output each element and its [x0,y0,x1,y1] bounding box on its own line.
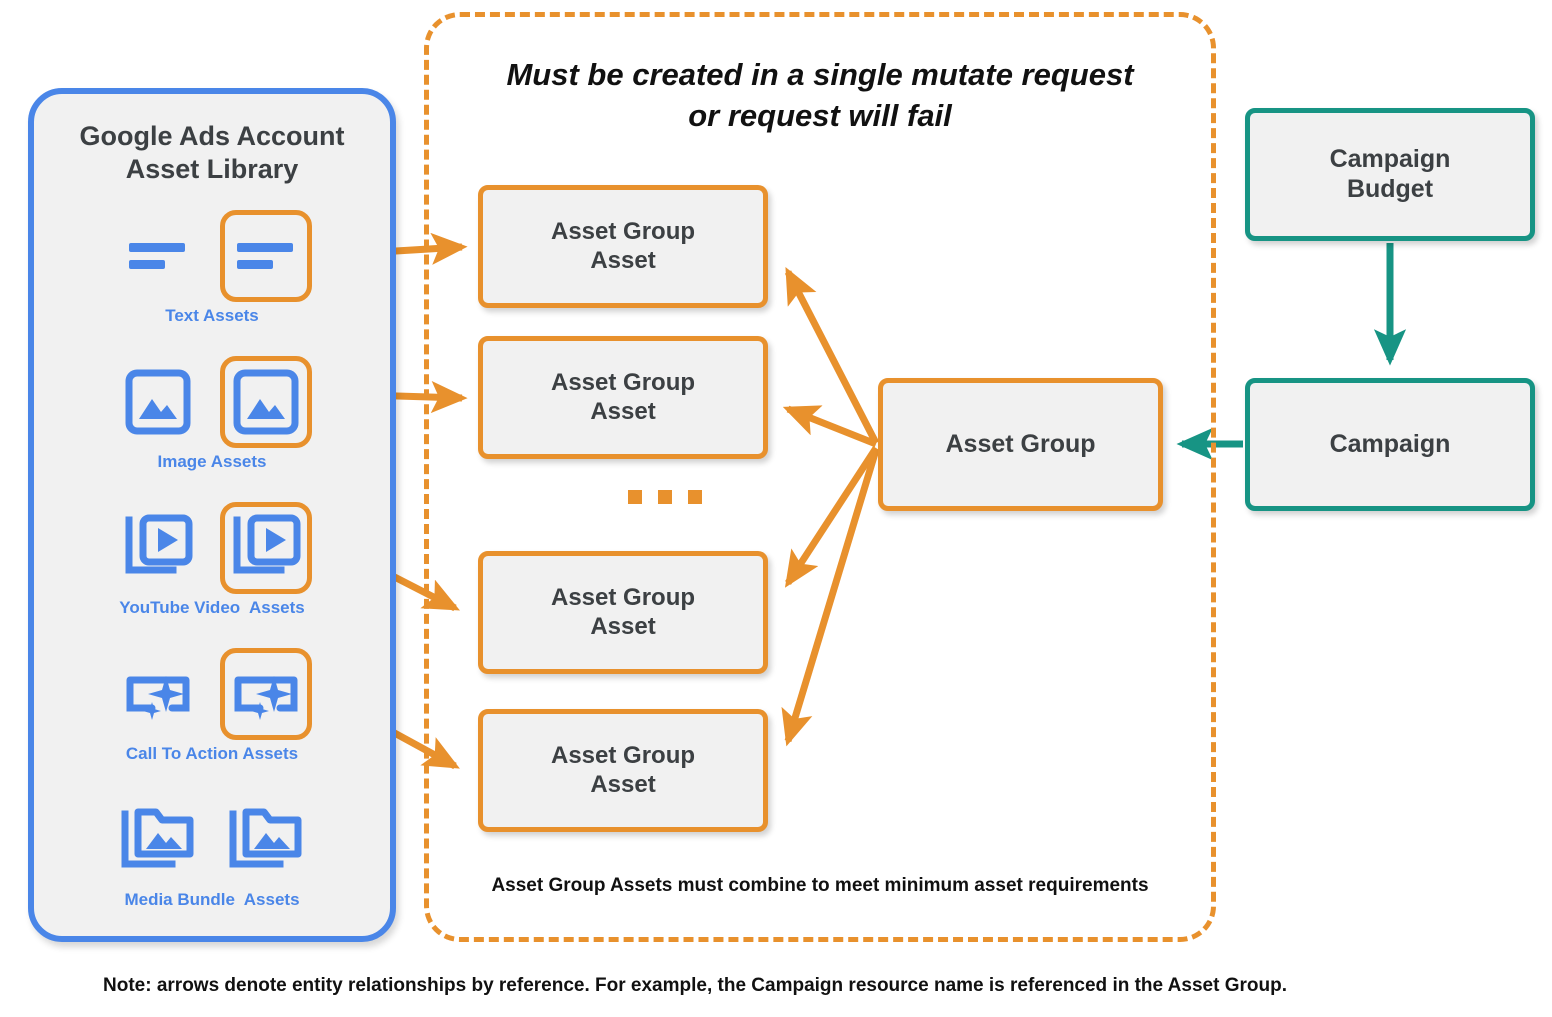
image-icon-selected[interactable] [220,356,312,448]
asset-row-youtube-video: YouTube Video Assets [34,498,390,634]
campaign-box[interactable]: Campaign [1245,378,1535,511]
media-bundle-folder-icon [112,794,204,886]
asset-row-image: Image Assets [34,352,390,488]
asset-row-label: Call To Action Assets [125,744,299,763]
ellipsis-dot [628,490,642,504]
asset-library-title: Google Ads Account Asset Library [79,121,345,185]
video-stack-icon-selected[interactable] [220,502,312,594]
ellipsis-dot [658,490,672,504]
single-mutate-request-container [424,12,1216,942]
asset-group-asset-box-3[interactable]: Asset Group Asset [478,551,768,674]
campaign-budget-box[interactable]: Campaign Budget [1245,108,1535,241]
asset-icon-group [34,790,390,890]
asset-library-panel: Google Ads Account Asset Library Text [28,88,396,942]
ellipsis-dot [688,490,702,504]
call-to-action-sparkle-icon-selected[interactable] [220,648,312,740]
asset-row-media-bundle: Media Bundle Assets [34,790,390,926]
diagram-footnote: Note: arrows denote entity relationships… [103,975,1287,996]
asset-icon-group [34,206,390,306]
asset-row-text: Text Assets [34,206,390,342]
asset-group-asset-box-2[interactable]: Asset Group Asset [478,336,768,459]
asset-row-label: YouTube Video Assets [119,598,305,617]
media-bundle-folder-icon-2 [220,794,312,886]
asset-group-asset-box-1[interactable]: Asset Group Asset [478,185,768,308]
asset-row-label: Image Assets [157,452,267,471]
video-stack-icon [112,502,204,594]
minimum-asset-requirements-note: Asset Group Assets must combine to meet … [491,875,1149,896]
asset-icon-group [34,498,390,598]
asset-row-call-to-action: Call To Action Assets [34,644,390,780]
asset-group-asset-box-4[interactable]: Asset Group Asset [478,709,768,832]
asset-icon-group [34,644,390,744]
asset-group-box[interactable]: Asset Group [878,378,1163,511]
asset-icon-group [34,352,390,452]
call-to-action-sparkle-icon [112,648,204,740]
image-icon [112,356,204,448]
mutate-requirement-title: Must be created in a single mutate reque… [506,57,1134,133]
text-lines-icon-selected[interactable] [220,210,312,302]
text-lines-icon [112,210,204,302]
asset-row-label: Media Bundle Assets [124,890,300,909]
asset-row-label: Text Assets [165,306,259,325]
ellipsis-indicator [628,489,708,505]
